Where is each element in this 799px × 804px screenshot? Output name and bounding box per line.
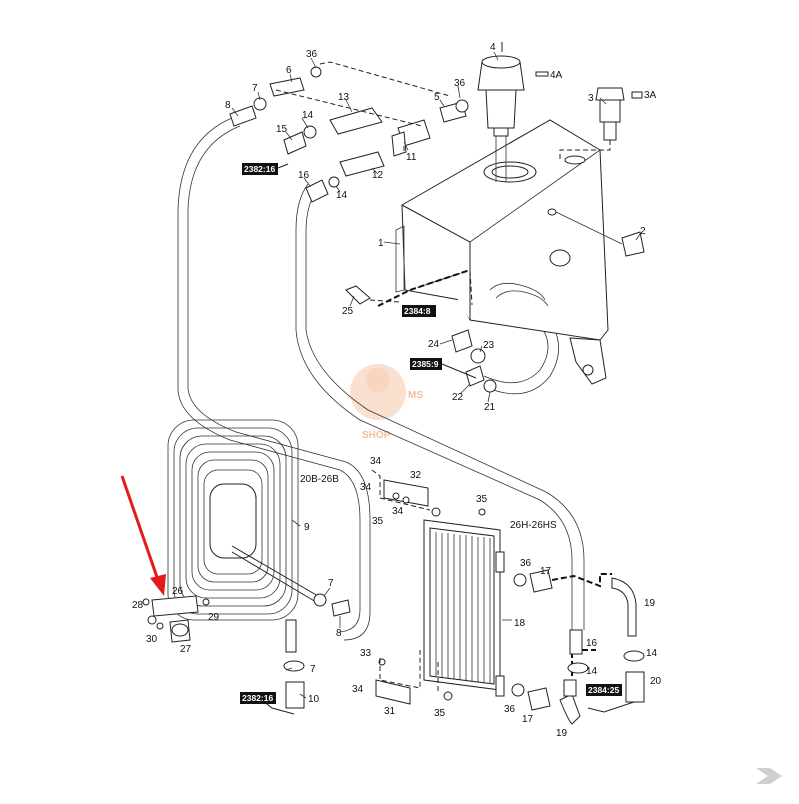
callout-7b: 7 — [328, 578, 334, 589]
callout-14d: 14 — [646, 648, 658, 659]
callout-23: 23 — [483, 340, 495, 351]
callout-35b: 35 — [476, 494, 488, 505]
callout-34a: 34 — [370, 456, 382, 467]
callout-4: 4 — [490, 42, 496, 53]
radiator-brackets — [371, 469, 453, 705]
callout-31: 31 — [384, 706, 396, 717]
bracket-assembly — [142, 595, 210, 643]
ref-tag-3: 2385:9 — [410, 358, 477, 379]
callout-36a: 36 — [306, 49, 318, 60]
callout-7c: 7 — [310, 664, 316, 675]
red-pointer-arrow-icon — [120, 475, 166, 596]
filter-assembly — [477, 42, 549, 182]
k-corner-logo-icon — [756, 768, 782, 784]
bottom-left-fittings — [261, 660, 305, 715]
plug-2 — [555, 211, 645, 257]
callout-10: 10 — [308, 694, 320, 705]
watermark: MS SHOP — [350, 364, 423, 441]
callout-11: 11 — [406, 152, 417, 163]
callout-36d: 36 — [504, 704, 516, 715]
callout-21: 21 — [484, 402, 496, 413]
callout-35c: 35 — [434, 708, 446, 719]
callout-34c: 34 — [392, 506, 404, 517]
watermark-ms: MS — [408, 390, 423, 401]
callout-25: 25 — [342, 306, 354, 317]
callout-24: 24 — [428, 339, 440, 350]
callout-28: 28 — [132, 600, 144, 611]
ref-tag-5: 2384:25 — [586, 684, 622, 696]
callout-14a: 14 — [302, 110, 314, 121]
callout-36c: 36 — [520, 558, 532, 569]
cooler-coil — [167, 419, 351, 653]
callout-14c: 14 — [586, 666, 598, 677]
callout-34b: 34 — [360, 482, 372, 493]
callout-3: 3 — [588, 93, 594, 104]
callout-19a: 19 — [644, 598, 656, 609]
right-fittings — [511, 569, 645, 725]
callout-27: 27 — [180, 644, 192, 655]
leader-lines — [231, 51, 641, 699]
watermark-shop: SHOP — [362, 430, 391, 441]
callout-14b: 14 — [336, 190, 348, 201]
callout-32: 32 — [410, 470, 422, 481]
callout-36b: 36 — [454, 78, 466, 89]
callout-2: 2 — [640, 226, 646, 237]
callout-labels: 36 6 7 8 13 14 15 11 5 36 4 4A 3 3A 2 1 … — [132, 42, 662, 739]
hose-lines — [177, 117, 585, 641]
variant-right-label: 26H-26HS — [510, 520, 557, 531]
callout-35a: 35 — [372, 516, 384, 527]
radiator — [423, 507, 505, 697]
ref-tag-2: 2384:8 — [402, 305, 436, 317]
callout-8b: 8 — [336, 628, 342, 639]
ref-tag-1: 2382:16 — [242, 163, 289, 175]
callout-30: 30 — [146, 634, 158, 645]
breather-3 — [559, 87, 643, 165]
hydraulic-tank — [395, 119, 609, 385]
callout-8a: 8 — [225, 100, 231, 111]
callout-33: 33 — [360, 648, 372, 659]
callout-16a: 16 — [298, 170, 310, 181]
callout-34d: 34 — [352, 684, 364, 695]
svg-text:2384:25: 2384:25 — [588, 685, 619, 695]
callout-9: 9 — [304, 522, 310, 533]
svg-text:2384:8: 2384:8 — [404, 306, 431, 316]
tank-lower-fittings — [345, 269, 497, 393]
callout-7a: 7 — [252, 83, 258, 94]
callout-22: 22 — [452, 392, 464, 403]
callout-18: 18 — [514, 618, 526, 629]
callout-6: 6 — [286, 65, 292, 76]
callout-5: 5 — [434, 92, 440, 103]
callout-3A: 3A — [644, 90, 657, 101]
callout-26: 26 — [172, 586, 184, 597]
callout-17a: 17 — [540, 566, 552, 577]
callout-1: 1 — [378, 238, 384, 249]
callout-29: 29 — [208, 612, 220, 623]
svg-text:2382:16: 2382:16 — [244, 164, 275, 174]
callout-15: 15 — [276, 124, 288, 135]
callout-19b: 19 — [556, 728, 568, 739]
callout-13: 13 — [338, 92, 350, 103]
callout-4A: 4A — [550, 70, 563, 81]
variant-left-label: 20B-26B — [300, 474, 339, 485]
svg-text:2385:9: 2385:9 — [412, 359, 439, 369]
callout-12: 12 — [372, 170, 384, 181]
callout-20: 20 — [650, 676, 662, 687]
callout-16b: 16 — [586, 638, 598, 649]
svg-text:2382:16: 2382:16 — [242, 693, 273, 703]
callout-17b: 17 — [522, 714, 534, 725]
radiator-fins — [435, 532, 491, 684]
top-fittings — [229, 61, 469, 203]
ref-tag-4: 2382:16 — [240, 692, 276, 704]
